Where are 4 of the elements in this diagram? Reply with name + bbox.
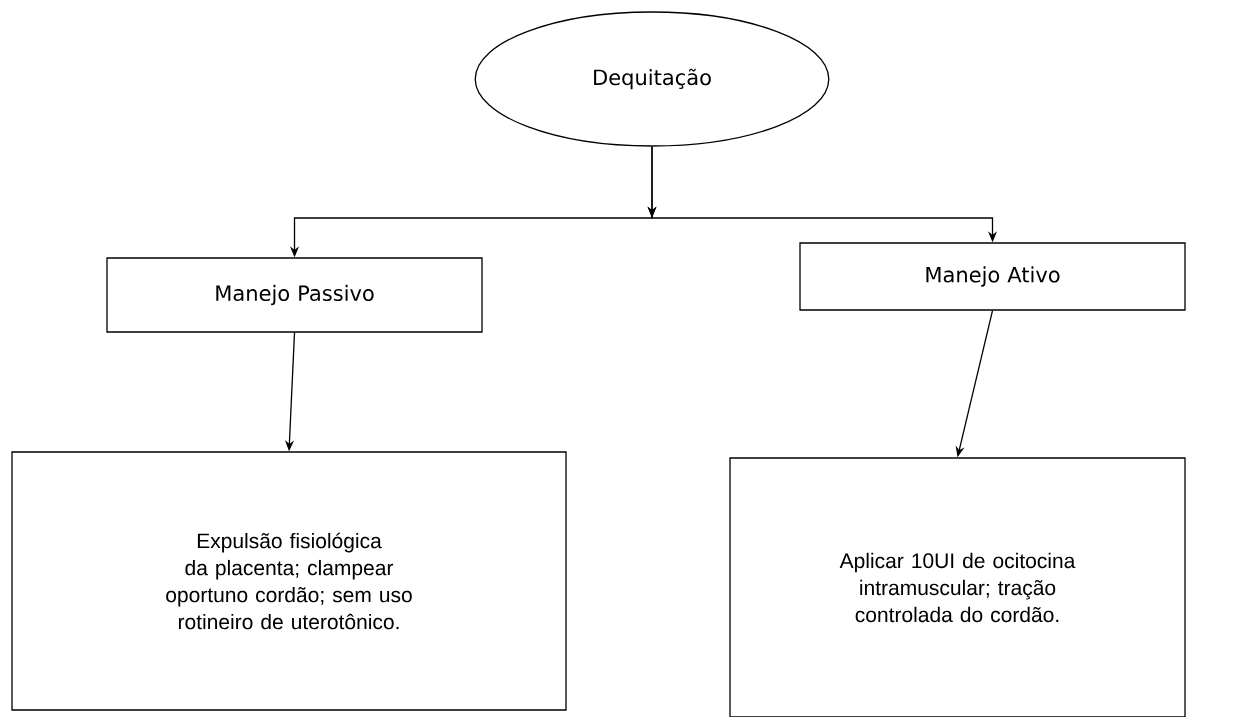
process-box: Expulsão fisiológica da placenta; clampear oportuno cordão; sem uso rotineiro de uterotônico. xyxy=(11,451,567,711)
process-box: Manejo Ativo xyxy=(799,242,1186,311)
process-box: Aplicar 10UI de ocitocina intramuscular; tração controlada do cordão. xyxy=(729,457,1186,717)
process-box: Manejo Passivo xyxy=(106,257,483,333)
